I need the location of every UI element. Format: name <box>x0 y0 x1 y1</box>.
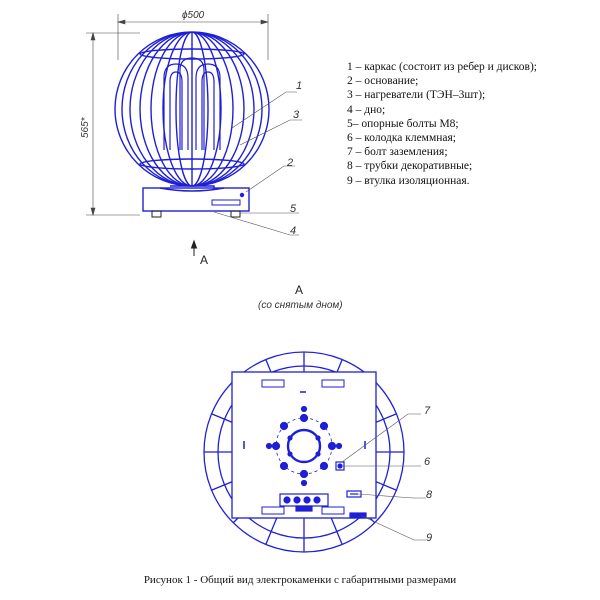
view-arrow <box>190 239 198 256</box>
callout-leaders-bottom <box>341 413 426 541</box>
heater-terminals <box>265 405 343 487</box>
legend-item-bottom: 4 – дно; <box>347 103 386 116</box>
section-view-note: (со снятым дном) <box>258 300 343 311</box>
bottom-view-frame <box>203 351 405 553</box>
heating-elements <box>163 57 221 150</box>
legend-item-terminal-block: 6 – колодка клеммная; <box>347 132 456 145</box>
terminal-block <box>279 493 329 512</box>
figure-caption: Рисунок 1 - Общий вид электрокаменки с г… <box>143 574 457 586</box>
support-feet <box>151 210 241 218</box>
callout-2: 2 <box>286 157 293 169</box>
legend-item-frame: 1 – каркас (состоит из ребер и дисков); <box>347 61 537 73</box>
insulating-sleeve <box>349 512 367 519</box>
callout-4: 4 <box>290 225 296 237</box>
view-arrow-label: A <box>200 253 208 267</box>
callout-1: 1 <box>296 80 302 92</box>
legend-item-decorative-tubes: 8 – трубки декоративные; <box>347 160 473 173</box>
callout-6: 6 <box>424 456 431 468</box>
legend-item-heaters: 3 – нагреватели (ТЭН–3шт); <box>347 89 486 102</box>
section-view-letter: A <box>295 283 303 297</box>
height-dimension-label: 565* <box>80 116 91 138</box>
heater-base <box>142 185 250 212</box>
legend-item-support-bolts: 5– опорные болты М8; <box>347 117 459 130</box>
callout-7: 7 <box>424 405 431 417</box>
callout-leaders-top <box>213 91 302 236</box>
width-dimension-label: ϕ500 <box>182 10 205 21</box>
callout-8: 8 <box>426 489 433 501</box>
width-dimension <box>116 14 270 60</box>
callout-5: 5 <box>290 203 297 215</box>
legend-item-base: 2 – основание; <box>347 75 419 88</box>
parts-legend: 1 – каркас (состоит из ребер и дисков); … <box>347 60 592 188</box>
callout-3: 3 <box>293 109 300 121</box>
callout-9: 9 <box>426 532 432 544</box>
legend-item-ground-bolt: 7 – болт заземления; <box>347 146 448 159</box>
legend-item-insulating-sleeve: 9 – втулка изоляционная. <box>347 174 470 187</box>
height-dimension <box>86 31 140 217</box>
heater-globe-frame <box>114 31 270 187</box>
